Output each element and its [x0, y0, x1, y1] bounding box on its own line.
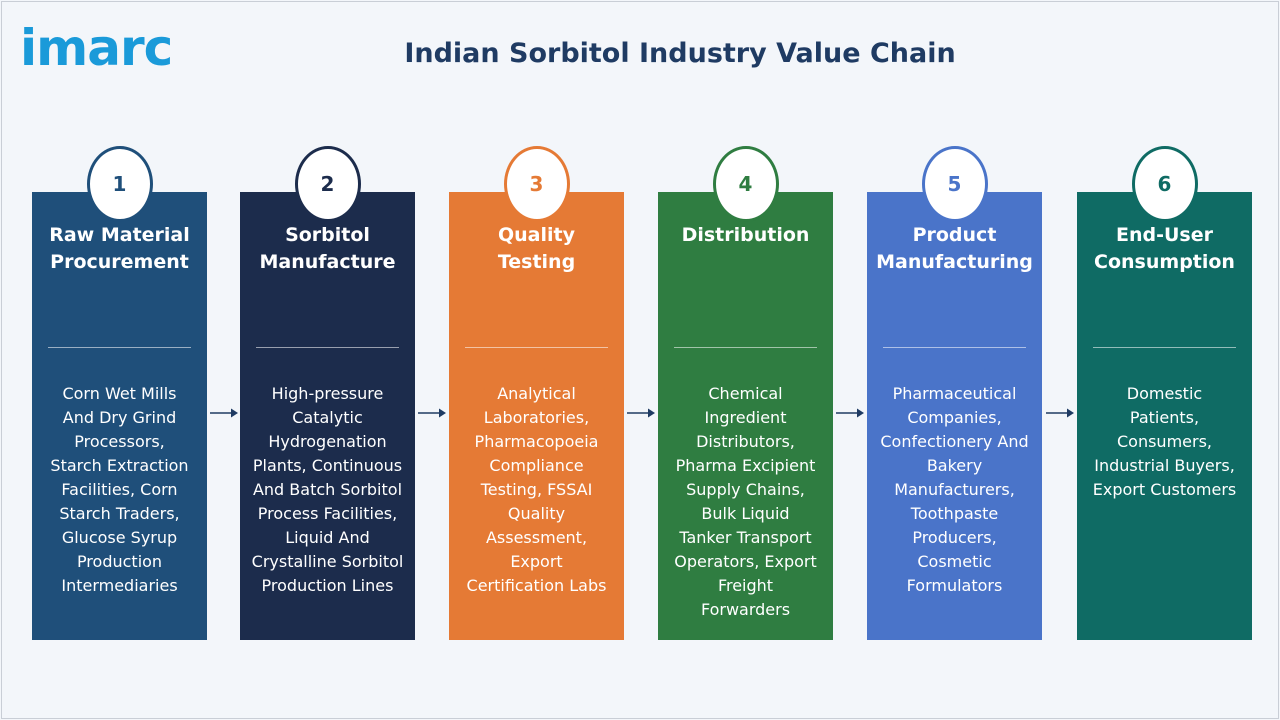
- stage-divider: [48, 347, 191, 348]
- stage-title: End-User Consumption: [1094, 224, 1235, 273]
- stage-title: Distribution: [681, 224, 810, 246]
- stage-number-badge-4: 4: [712, 146, 779, 222]
- arrow-right-icon: [627, 408, 655, 418]
- arrow-right-icon: [418, 408, 446, 418]
- stage-title: Sorbitol Manufacture: [259, 224, 396, 273]
- page-title: Indian Sorbitol Industry Value Chain: [404, 38, 956, 69]
- stage-description: Chemical Ingredient Distributors, Pharma…: [674, 384, 817, 619]
- logo-wordmark: imarc: [20, 19, 173, 77]
- stage-description: Pharmaceutical Companies, Confectionery …: [880, 384, 1029, 595]
- stage-divider: [256, 347, 399, 348]
- stage-divider: [674, 347, 817, 348]
- stage-description: Domestic Patients, Consumers, Industrial…: [1092, 384, 1237, 499]
- stage-title: Product Manufacturing: [876, 224, 1033, 273]
- stage-divider: [1093, 347, 1236, 348]
- stage-number-badge-1: 1: [86, 146, 153, 222]
- stage-title: Raw Material Procurement: [49, 224, 190, 273]
- stage-number-badge-6: 6: [1131, 146, 1198, 222]
- arrow-right-icon: [1045, 408, 1074, 418]
- arrow-right-icon: [209, 408, 238, 418]
- stage-description: Corn Wet Mills And Dry Grind Processors,…: [50, 384, 189, 595]
- stage-divider: [465, 347, 608, 348]
- stage-number-badge-3: 3: [503, 146, 570, 222]
- stage-divider: [883, 347, 1026, 348]
- stage-title: Quality Testing: [497, 224, 576, 273]
- stage-description: High-pressure Catalytic Hydrogenation Pl…: [251, 384, 404, 595]
- imarc-logo: imarc: [20, 19, 202, 82]
- stage-description: Analytical Laboratories, Pharmacopoeia C…: [466, 384, 607, 595]
- arrow-right-icon: [836, 408, 864, 418]
- stage-number-badge-5: 5: [921, 146, 988, 222]
- stage-number-badge-2: 2: [294, 146, 361, 222]
